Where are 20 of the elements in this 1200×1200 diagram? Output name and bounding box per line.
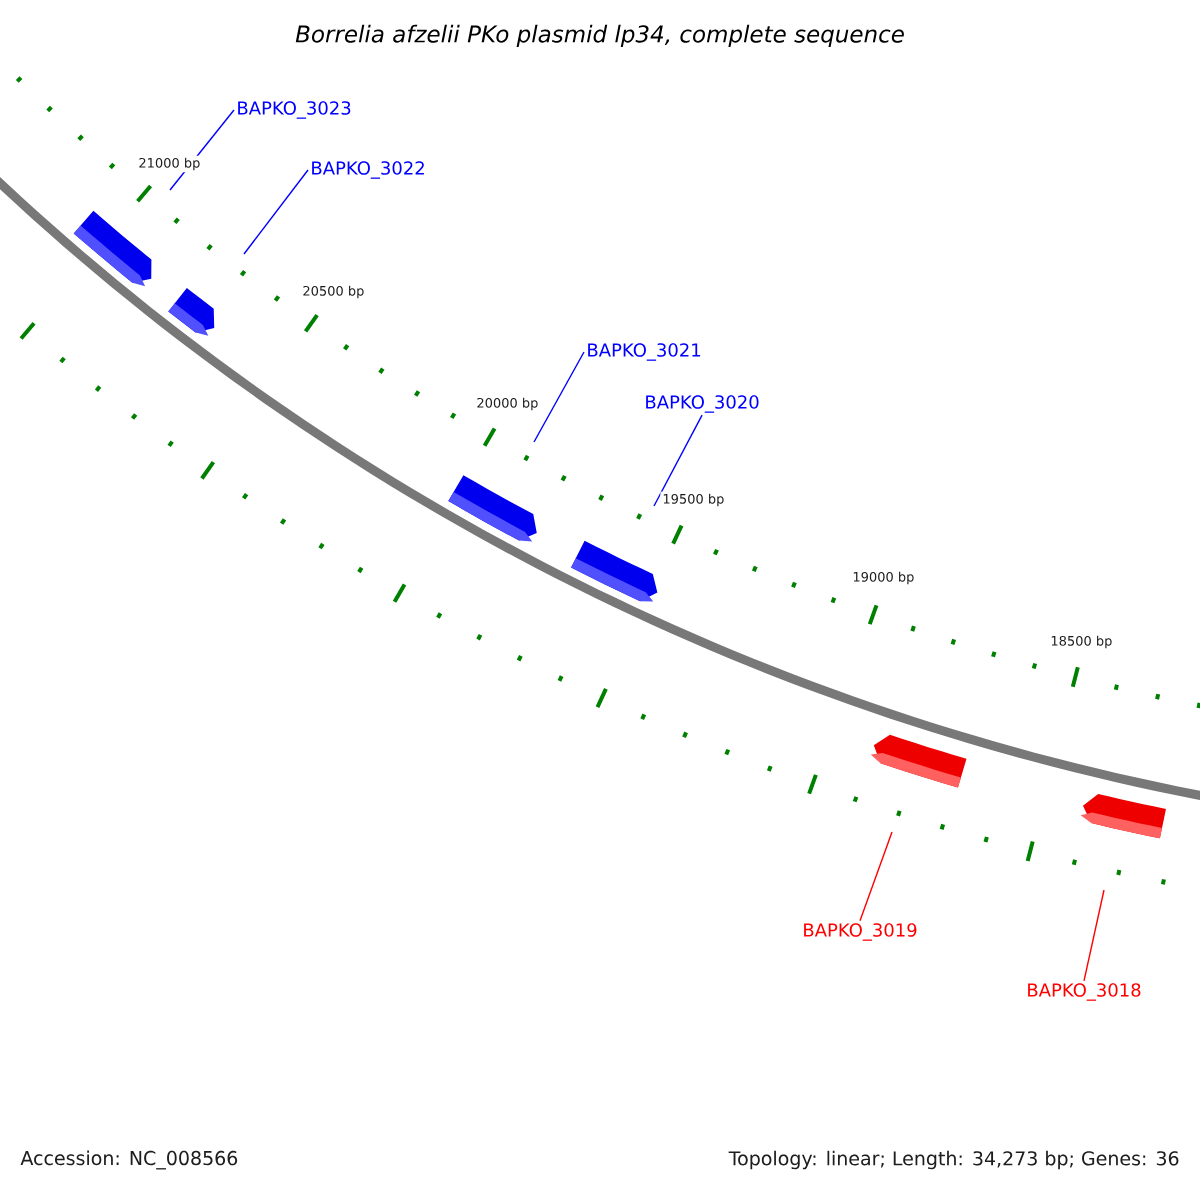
gene-label: BAPKO_3021 (588, 343, 701, 361)
gene-label: BAPKO_3019 (804, 923, 917, 941)
gene-arrow (1080, 793, 1166, 839)
title: Borrelia afzelii PKo plasmid lp34, complete sequence (295, 24, 904, 48)
footer-text: Accession: NC_008566 (18, 1148, 241, 1172)
gene-arrow (168, 287, 215, 336)
gene-arrow (571, 540, 658, 602)
leader-line (859, 831, 893, 922)
leader-line (1083, 889, 1105, 982)
gene-arrow (73, 210, 152, 287)
gene-label: BAPKO_3022 (312, 161, 424, 179)
gene-arrow (870, 734, 967, 788)
gene-label: BAPKO_3020 (646, 395, 759, 413)
footer-text: Topology: linear; Length: 34,273 bp; Genes: 36 (726, 1148, 1182, 1172)
gene-arrow (448, 475, 537, 542)
leader-line (653, 414, 703, 507)
leader-line (533, 351, 585, 443)
gene-label: BAPKO_3018 (1028, 983, 1141, 1001)
gene-label: BAPKO_3023 (238, 101, 351, 119)
leader-line (243, 169, 309, 255)
